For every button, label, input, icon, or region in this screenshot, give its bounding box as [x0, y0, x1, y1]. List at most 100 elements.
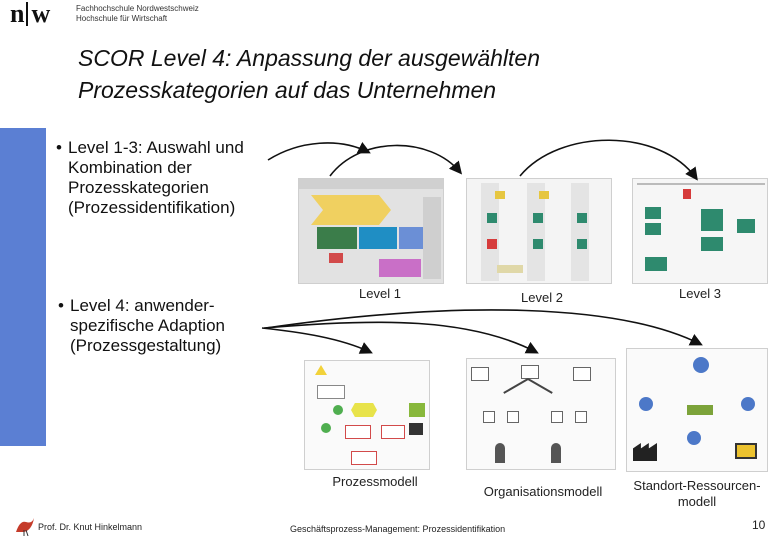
monitor-icon — [409, 423, 423, 435]
arrow-bullet2-to-organisationsmodell — [263, 321, 539, 354]
plan-node — [539, 191, 549, 199]
globe-icon — [639, 397, 653, 411]
prozessmodell-thumbnail — [304, 360, 430, 470]
bullet-line: Prozesskategorien — [68, 178, 209, 197]
standort-label-line2: modell — [677, 494, 717, 509]
process-node — [645, 257, 667, 271]
function-box — [345, 425, 371, 439]
globe-icon — [741, 397, 755, 411]
arrow-level2-to-level3 — [519, 139, 698, 181]
process-node — [533, 239, 543, 249]
swimlane — [527, 183, 545, 281]
plan-node — [495, 191, 505, 199]
process-node — [645, 223, 661, 235]
arrow-bullet1-to-level1 — [267, 141, 371, 161]
page-number: 10 — [752, 518, 766, 532]
function-box — [381, 425, 405, 439]
standort-ressourcenmodell-thumbnail — [626, 348, 768, 472]
process-node — [577, 239, 587, 249]
bullet-dot: • — [56, 138, 62, 157]
org-unit-box — [471, 367, 489, 381]
globe-icon — [687, 431, 701, 445]
start-event — [333, 405, 343, 415]
logo-letter-w: w — [31, 0, 50, 28]
arrow-level1-to-level2 — [329, 144, 463, 177]
bullet-item: • Level 1-3: Auswahl und Kombination der… — [56, 138, 244, 218]
accent-sidebar — [0, 128, 46, 446]
level1-label: Level 1 — [359, 286, 401, 301]
process-node — [701, 209, 723, 231]
function-box — [317, 385, 345, 399]
organisationsmodell-label: Organisationsmodell — [483, 484, 603, 499]
slide-title-line1: SCOR Level 4: Anpassung der ausgewählten — [78, 45, 540, 71]
function-box — [351, 451, 377, 465]
globe-icon — [693, 357, 709, 373]
thumbnail-rule — [637, 183, 765, 185]
swimlane — [571, 183, 589, 281]
level2-label: Level 2 — [521, 290, 563, 305]
footer-author: Prof. Dr. Knut Hinkelmann — [38, 522, 143, 532]
connector-circle — [321, 423, 331, 433]
process-node — [737, 219, 755, 233]
process-node — [533, 213, 543, 223]
return-block — [329, 253, 343, 263]
process-node — [577, 213, 587, 223]
truck-icon — [687, 405, 713, 415]
computer-icon — [735, 443, 757, 459]
person-icon — [495, 443, 505, 463]
slide-title-line2: Prozesskategorien auf das Unternehmen — [78, 77, 497, 103]
source-block — [317, 227, 357, 249]
bullet-line: spezifische Adaption — [70, 316, 225, 335]
start-node — [683, 189, 691, 199]
prozessmodell-label: Prozessmodell — [332, 474, 418, 489]
level1-scor-thumbnail — [298, 178, 444, 284]
school-name-line2: Hochschule für Wirtschaft — [76, 14, 168, 23]
level3-label: Level 3 — [679, 286, 721, 301]
person-icon — [551, 443, 561, 463]
bullet-item: • Level 4: anwender- spezifische Adaptio… — [58, 296, 225, 356]
arrow-bullet2-to-standortmodell — [265, 309, 703, 346]
return-deliver-block — [379, 259, 421, 277]
org-unit-box — [507, 411, 519, 423]
fhnw-bird-logo — [14, 516, 36, 537]
event-hexagon — [351, 403, 377, 417]
process-node — [487, 213, 497, 223]
org-unit-box — [551, 411, 563, 423]
thumbnail-header — [299, 179, 443, 189]
bullet-line: (Prozessgestaltung) — [70, 336, 222, 355]
standort-ressourcenmodell-label: Standort-Ressourcen- modell — [622, 478, 772, 510]
process-node — [645, 207, 661, 219]
standort-label-line1: Standort-Ressourcen- — [633, 478, 761, 493]
org-unit-box — [575, 411, 587, 423]
school-name-line1: Fachhochschule Nordwestschweiz — [76, 4, 199, 13]
side-panel — [423, 197, 441, 279]
make-block — [359, 227, 397, 249]
bullet-dot: • — [58, 296, 64, 315]
bullet-line: Kombination der — [68, 158, 192, 177]
slide-title: SCOR Level 4: Anpassung der ausgewählten… — [78, 42, 738, 106]
school-name: Fachhochschule Nordwestschweiz Hochschul… — [76, 4, 199, 24]
level2-scor-thumbnail — [466, 178, 612, 284]
return-node — [487, 239, 497, 249]
swimlane — [481, 183, 499, 281]
factory-icon — [633, 443, 657, 461]
bullet-line: Level 4: anwender- — [70, 296, 215, 315]
organisationsmodell-thumbnail — [466, 358, 616, 470]
document-icon — [409, 403, 425, 417]
bullet-line: (Prozessidentifikation) — [68, 198, 236, 217]
logo-letter-n: n — [10, 0, 25, 28]
event-triangle — [315, 365, 327, 375]
plan-chevron — [311, 195, 391, 225]
logo-divider — [26, 2, 29, 26]
org-unit-box — [483, 411, 495, 423]
process-node — [701, 237, 723, 251]
bullet-line: Level 1-3: Auswahl und — [68, 138, 244, 157]
level3-scor-thumbnail — [632, 178, 768, 284]
bullet-panel: • Level 1-3: Auswahl und Kombination der… — [46, 128, 282, 446]
footer-title: Geschäftsprozess-Management: Prozessiden… — [290, 524, 506, 534]
legend-box — [497, 265, 523, 273]
org-unit-box — [573, 367, 591, 381]
arrow-bullet2-to-prozessmodell — [261, 327, 373, 354]
